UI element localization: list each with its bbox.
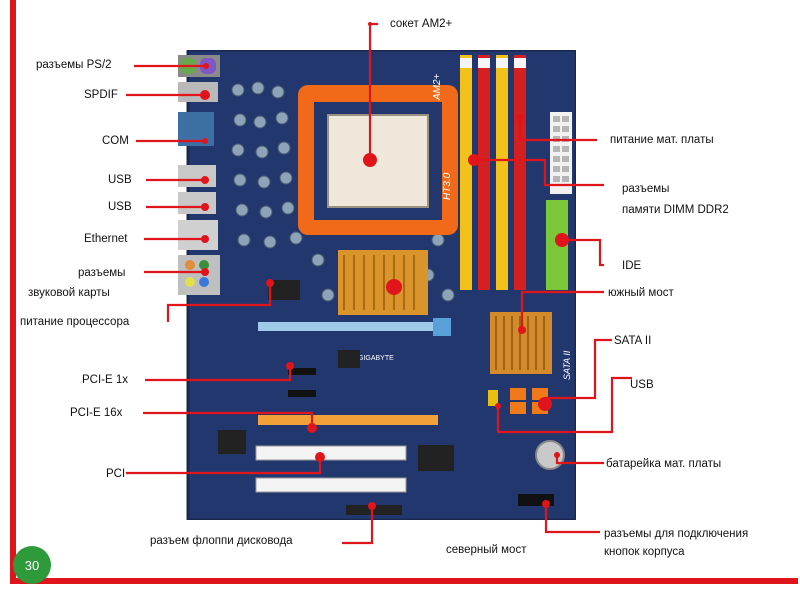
ram-slot-1 — [460, 55, 472, 290]
label-north-bridge: северный мост — [446, 544, 527, 556]
label-pci: PCI — [106, 468, 126, 480]
audio-chip — [218, 430, 246, 454]
label-audio-line1: разъемы — [78, 267, 126, 279]
audio-port — [178, 255, 220, 295]
label-ide: IDE — [622, 260, 642, 272]
pcie16x-slot-top — [258, 322, 448, 331]
floppy-connector — [346, 505, 402, 515]
frame-bottom-bar — [10, 578, 798, 584]
label-audio-line2: звуковой карты — [28, 287, 110, 299]
frame-left-bar — [10, 0, 16, 583]
label-spdif: SPDIF — [84, 89, 118, 101]
label-south-bridge: южный мост — [608, 287, 674, 299]
usb-header — [488, 390, 498, 406]
front-panel-header — [518, 494, 554, 506]
label-ethernet: Ethernet — [84, 233, 128, 245]
ram-slot-4 — [514, 55, 526, 290]
label-usb-1: USB — [108, 174, 132, 186]
label-case-line2: кнопок корпуса — [604, 546, 685, 558]
socket-mark: AM2+ — [432, 73, 443, 101]
label-mb-power: питание мат. платы — [610, 134, 714, 146]
label-cpu-power: питание процессора — [20, 316, 130, 328]
pci-slot-2 — [255, 477, 407, 493]
pcie16x-slot — [258, 415, 438, 425]
io-chip — [418, 445, 454, 471]
cpu-socket — [328, 115, 428, 207]
sata-port-1 — [510, 388, 526, 400]
pcie1x-slot-2 — [288, 390, 316, 397]
sata-mark: SATA II — [562, 350, 572, 380]
brand-mark: GIGABYTE — [358, 355, 394, 362]
label-floppy: разъем флоппи дисковода — [150, 535, 293, 547]
label-pcie16x: PCI-E 16x — [70, 407, 123, 419]
usb-port-2 — [178, 192, 216, 214]
sata-port-3 — [510, 402, 526, 414]
com-port — [178, 112, 214, 146]
label-case-line1: разъемы для подключения — [604, 528, 749, 540]
ram-slot-2 — [478, 55, 490, 290]
ram-slot-3 — [496, 55, 508, 290]
label-usb-3: USB — [630, 379, 654, 391]
label-usb-2: USB — [108, 201, 132, 213]
label-com: COM — [102, 135, 129, 147]
pci-slot-1 — [255, 445, 407, 461]
cpu-power-connector — [268, 280, 300, 300]
usb-port-1 — [178, 165, 216, 187]
label-ddr-line2: памяти DIMM DDR2 — [622, 204, 729, 216]
page-number-badge: 30 — [13, 546, 51, 584]
cmos-battery — [535, 440, 565, 470]
spdif-port — [178, 82, 218, 102]
sata-port-2 — [532, 388, 548, 400]
label-ddr-line1: разъемы — [622, 183, 670, 195]
label-ps2: разъемы PS/2 — [36, 59, 112, 71]
label-sata: SATA II — [614, 335, 652, 347]
ethernet-port — [178, 220, 218, 250]
motherboard-image: AM2+ HT3.0 — [178, 50, 576, 520]
ht-mark: HT3.0 — [442, 172, 453, 200]
label-socket: сокет AM2+ — [390, 18, 453, 30]
label-battery: батарейка мат. платы — [606, 458, 722, 470]
label-pcie1x: PCI-E 1x — [82, 374, 129, 386]
pcie1x-slot-1 — [288, 368, 316, 375]
ide-connector — [546, 200, 568, 290]
sata-port-4 — [532, 402, 548, 414]
